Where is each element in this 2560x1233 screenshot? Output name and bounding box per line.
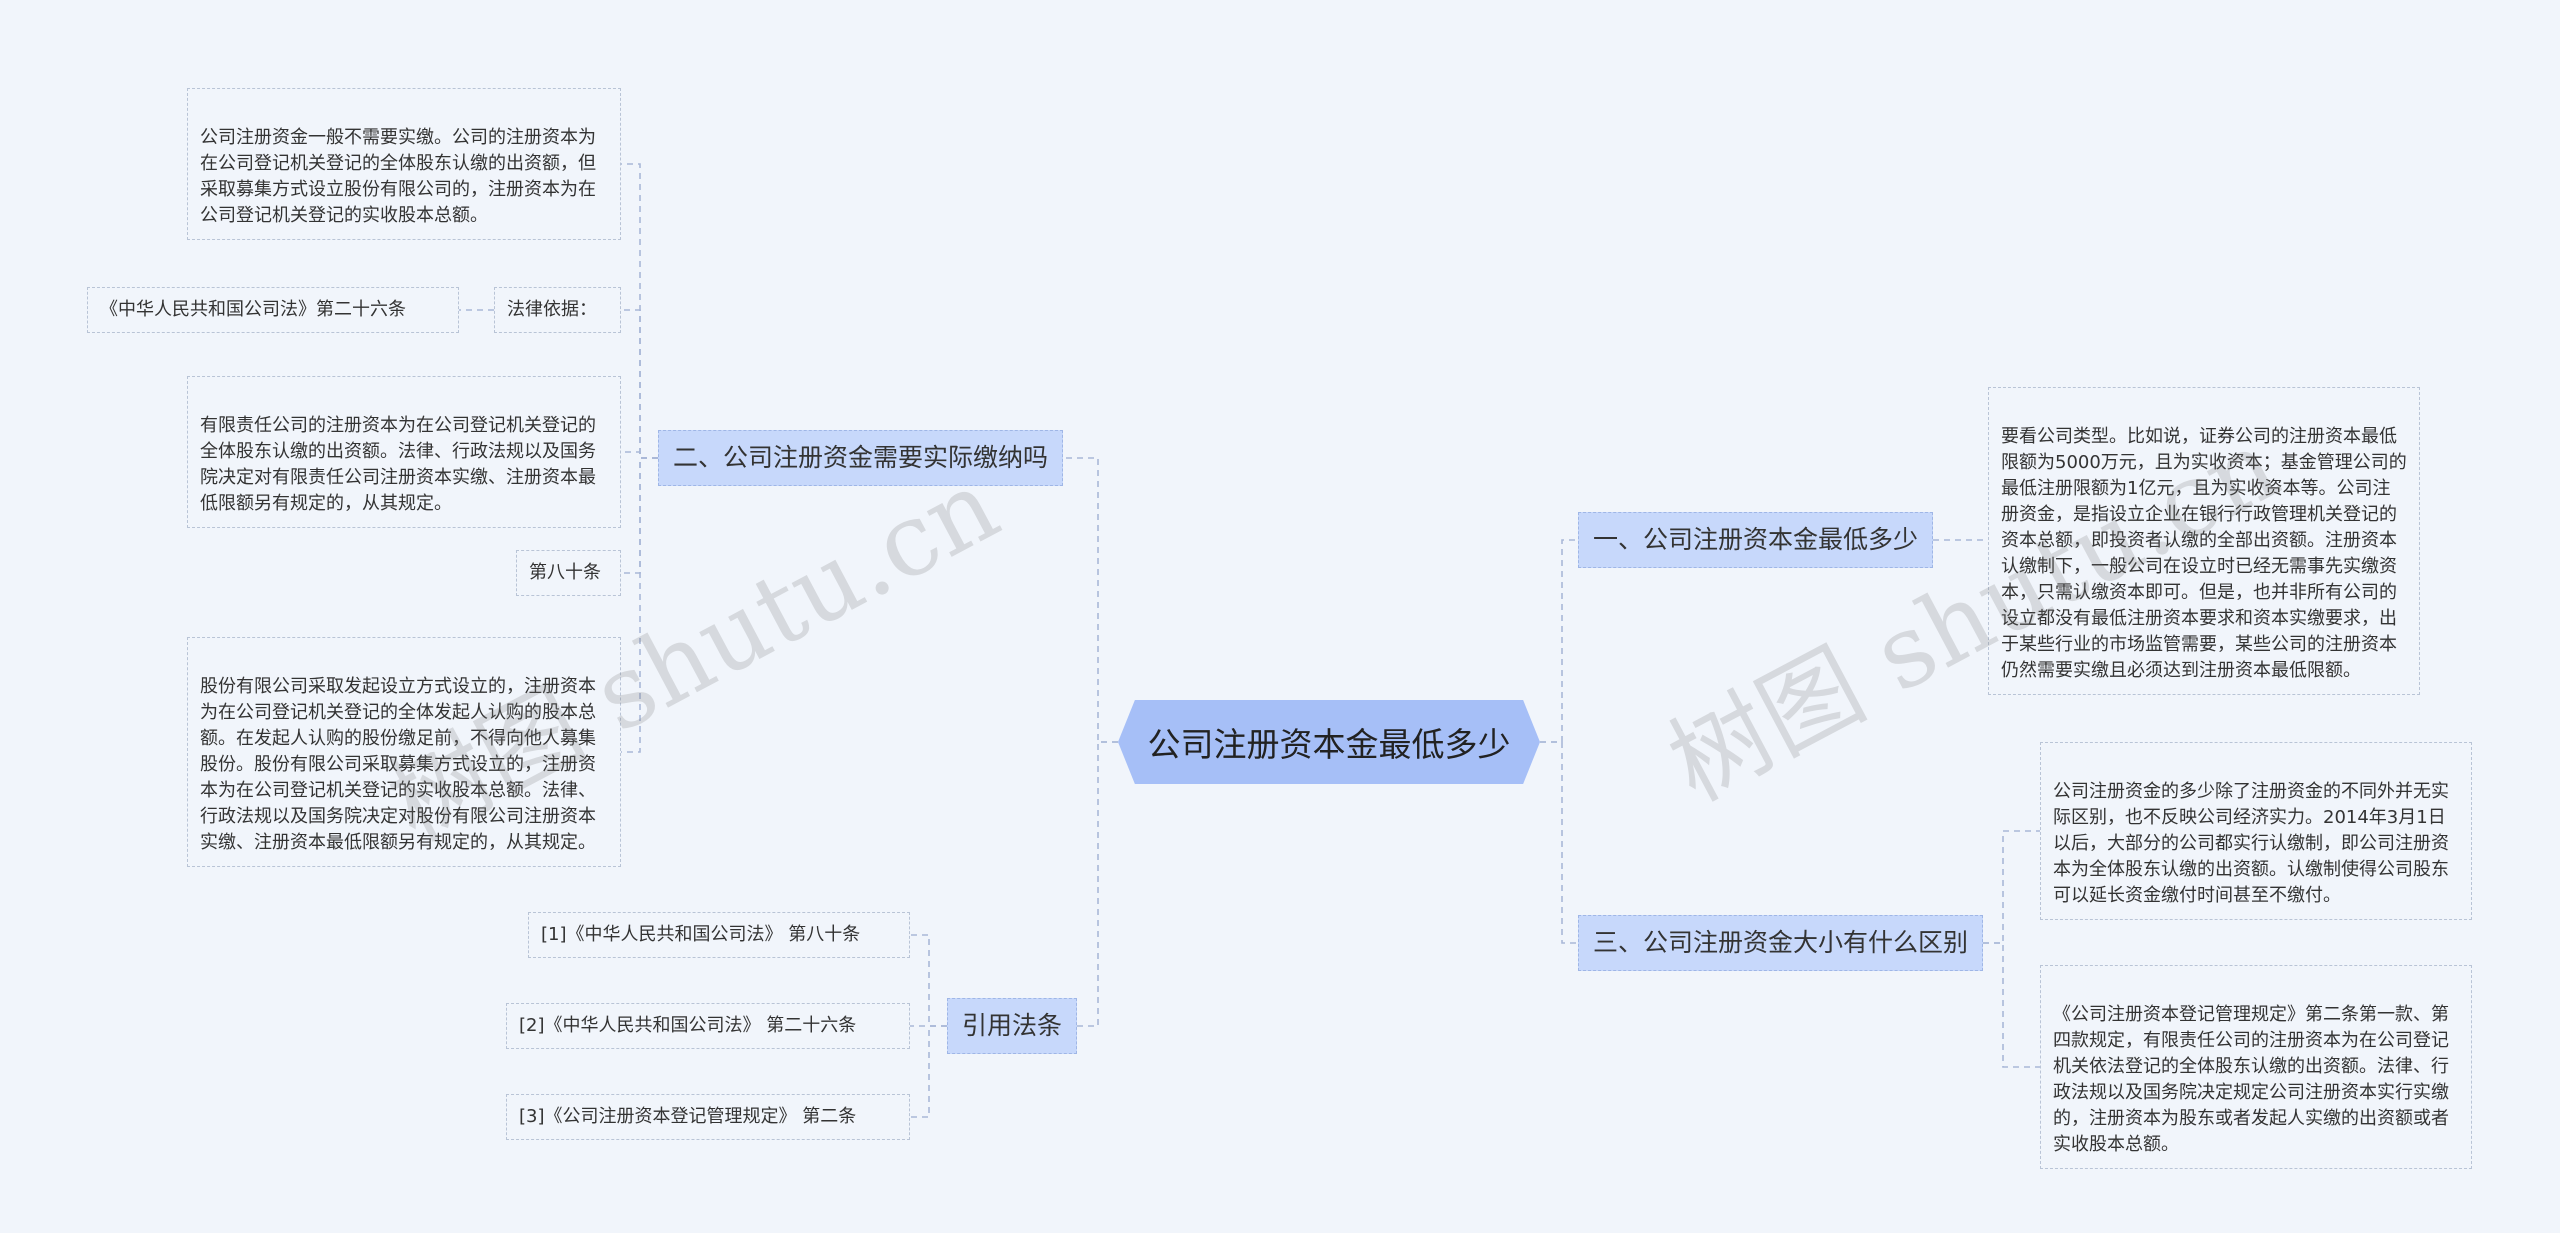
leaf-text: [3]《公司注册资本登记管理规定》 第二条 xyxy=(519,1106,857,1127)
leaf-llc-capital: 有限责任公司的注册资本为在公司登记机关登记的全体股东认缴的出资额。法律、行政法规… xyxy=(187,376,621,528)
root-title: 公司注册资本金最低多少 xyxy=(1147,725,1511,764)
leaf-citation-1[interactable]: [1]《中华人民共和国公司法》 第八十条 xyxy=(528,912,910,958)
leaf-citation-2[interactable]: [2]《中华人民共和国公司法》 第二十六条 xyxy=(506,1003,910,1049)
connector xyxy=(621,457,658,753)
branch-cited-laws[interactable]: 引用法条 xyxy=(947,998,1078,1054)
connector xyxy=(1077,741,1118,1027)
branch-label: 三、公司注册资金大小有什么区别 xyxy=(1593,928,1969,957)
connector xyxy=(910,934,947,1027)
leaf-text: [2]《中华人民共和国公司法》 第二十六条 xyxy=(519,1015,857,1036)
leaf-legal-basis-article: 《中华人民共和国公司法》第二十六条 xyxy=(87,287,459,333)
leaf-text: 第八十条 xyxy=(529,562,601,583)
connector xyxy=(621,451,658,459)
leaf-text: [1]《中华人民共和国公司法》 第八十条 xyxy=(541,924,861,945)
leaf-capital-size-detail: 公司注册资金的多少除了注册资金的不同外并无实际区别，也不反映公司经济实力。201… xyxy=(2040,742,2472,920)
root-node[interactable]: 公司注册资本金最低多少 xyxy=(1118,700,1540,784)
branch-paid-in-required[interactable]: 二、公司注册资金需要实际缴纳吗 xyxy=(658,430,1064,486)
leaf-text: 法律依据： xyxy=(507,299,597,320)
leaf-text: 要看公司类型。比如说，证券公司的注册资本最低限额为5000万元，且为实收资本；基… xyxy=(2001,426,2407,681)
branch-label: 引用法条 xyxy=(962,1011,1063,1040)
leaf-text: 股份有限公司采取发起设立方式设立的，注册资本为在公司登记机关登记的全体发起人认购… xyxy=(200,676,596,853)
leaf-citation-3[interactable]: [3]《公司注册资本登记管理规定》 第二条 xyxy=(506,1094,910,1140)
leaf-article-80: 第八十条 xyxy=(516,550,621,596)
leaf-registration-regulation: 《公司注册资本登记管理规定》第二条第一款、第四款规定，有限责任公司的注册资本为在… xyxy=(2040,965,2472,1169)
connector xyxy=(1063,457,1118,743)
connector xyxy=(1540,741,1578,944)
leaf-legal-basis: 法律依据： xyxy=(494,287,621,333)
leaf-joint-stock-capital: 股份有限公司采取发起设立方式设立的，注册资本为在公司登记机关登记的全体发起人认购… xyxy=(187,637,621,867)
branch-minimum-capital[interactable]: 一、公司注册资本金最低多少 xyxy=(1578,512,1934,568)
connector xyxy=(621,309,658,459)
leaf-minimum-capital-detail: 要看公司类型。比如说，证券公司的注册资本最低限额为5000万元，且为实收资本；基… xyxy=(1988,387,2420,695)
branch-label: 一、公司注册资本金最低多少 xyxy=(1593,525,1919,554)
leaf-text: 公司注册资金的多少除了注册资金的不同外并无实际区别，也不反映公司经济实力。201… xyxy=(2053,781,2449,906)
connector xyxy=(1540,539,1578,743)
leaf-paid-in-summary: 公司注册资金一般不需要实缴。公司的注册资本为在公司登记机关登记的全体股东认缴的出… xyxy=(187,88,621,240)
connector xyxy=(1983,942,2040,1068)
branch-label: 二、公司注册资金需要实际缴纳吗 xyxy=(673,443,1049,472)
connector xyxy=(910,1025,947,1118)
leaf-text: 《公司注册资本登记管理规定》第二条第一款、第四款规定，有限责任公司的注册资本为在… xyxy=(2053,1004,2449,1155)
leaf-text: 有限责任公司的注册资本为在公司登记机关登记的全体股东认缴的出资额。法律、行政法规… xyxy=(200,415,596,514)
connector xyxy=(1983,830,2040,944)
branch-capital-size-difference[interactable]: 三、公司注册资金大小有什么区别 xyxy=(1578,915,1984,971)
leaf-text: 《中华人民共和国公司法》第二十六条 xyxy=(100,299,406,320)
leaf-text: 公司注册资金一般不需要实缴。公司的注册资本为在公司登记机关登记的全体股东认缴的出… xyxy=(200,127,596,226)
